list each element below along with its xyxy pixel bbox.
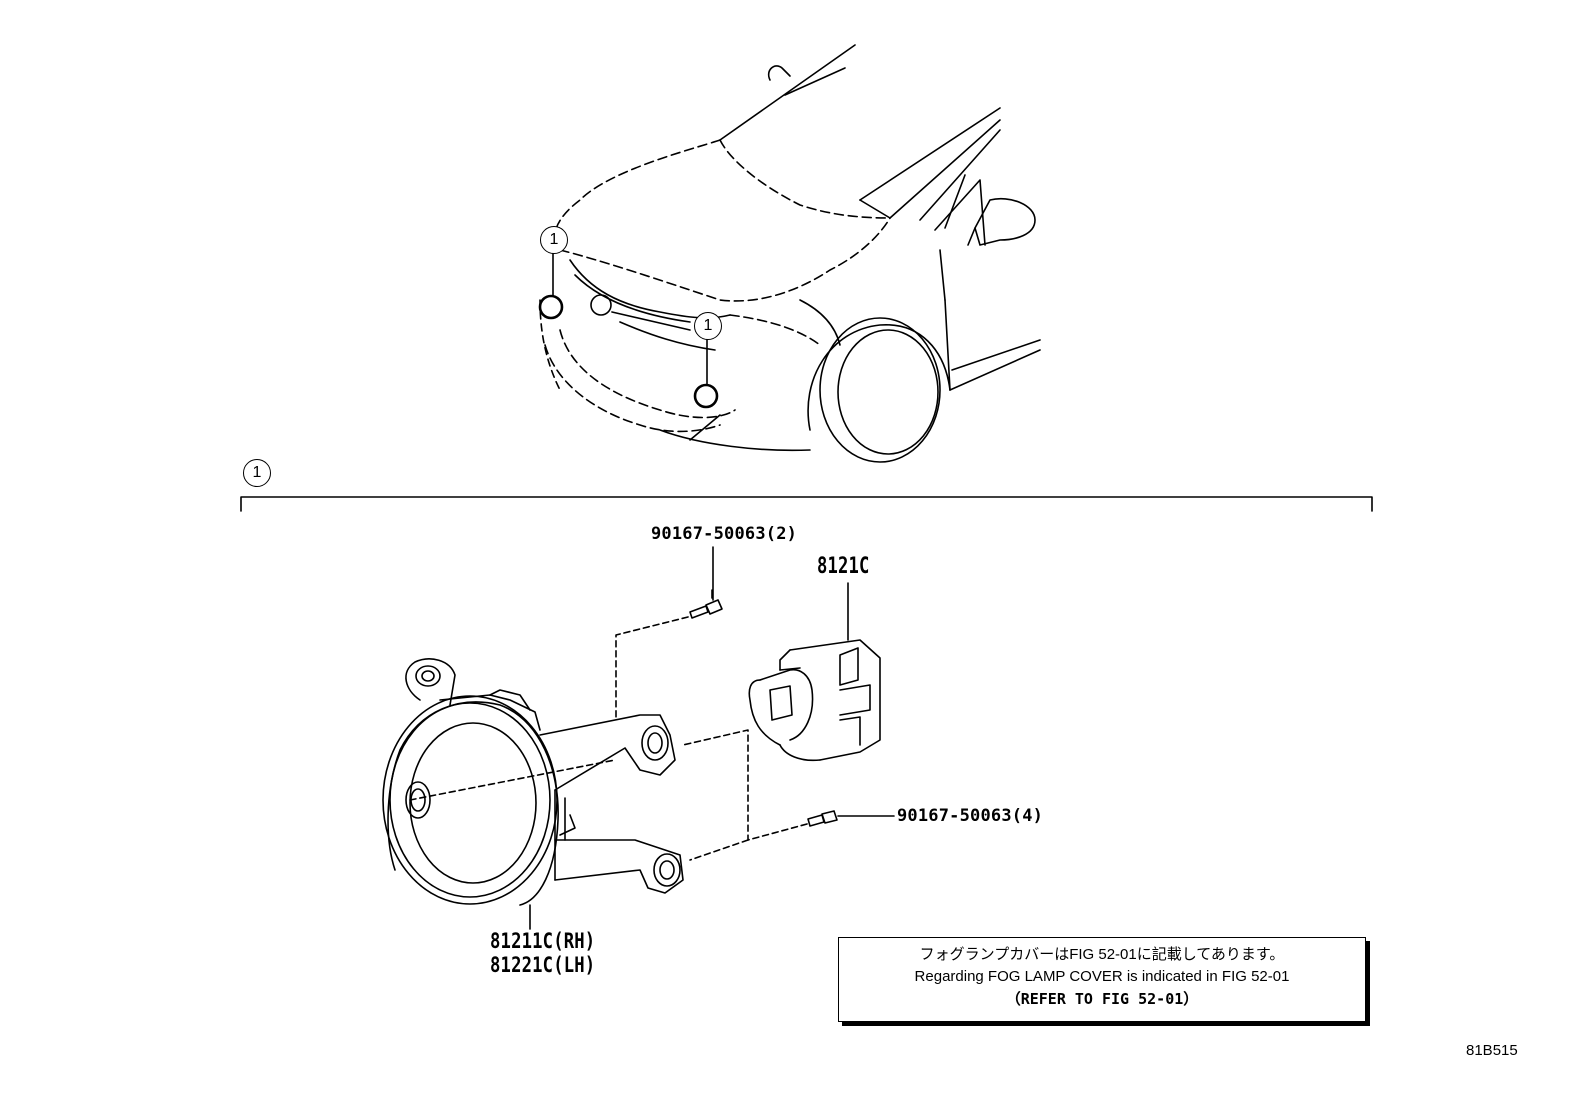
bulb — [748, 582, 881, 762]
callout-marker-right: 1 — [694, 312, 722, 340]
note-english: Regarding FOG LAMP COVER is indicated in… — [914, 968, 1290, 985]
note-reference: （REFER TO FIG 52-01） — [1005, 990, 1199, 1008]
assembly-bracket — [240, 496, 1373, 512]
label-bolt-right: 90167-50063(4) — [897, 806, 1044, 826]
label-lamp-rh: 81211C(RH) — [490, 929, 596, 953]
bolt-top — [615, 546, 723, 721]
label-bulb: 8121C — [817, 554, 870, 579]
callout-marker-bracket: 1 — [243, 459, 271, 487]
reference-note-box: フォグランプカバーはFIG 52-01に記載してあります。 Regarding … — [838, 937, 1366, 1022]
fog-lamp — [382, 658, 684, 930]
label-lamp-lh: 81221C(LH) — [490, 953, 596, 977]
callout-marker-left: 1 — [540, 226, 568, 254]
label-bolt-top: 90167-50063(2) — [651, 524, 798, 544]
note-japanese: フォグランプカバーはFIG 52-01に記載してあります。 — [919, 946, 1285, 963]
car-front-illustration — [538, 44, 1041, 463]
diagram-code: 81B515 — [1466, 1042, 1518, 1059]
bolt-right — [682, 729, 895, 861]
